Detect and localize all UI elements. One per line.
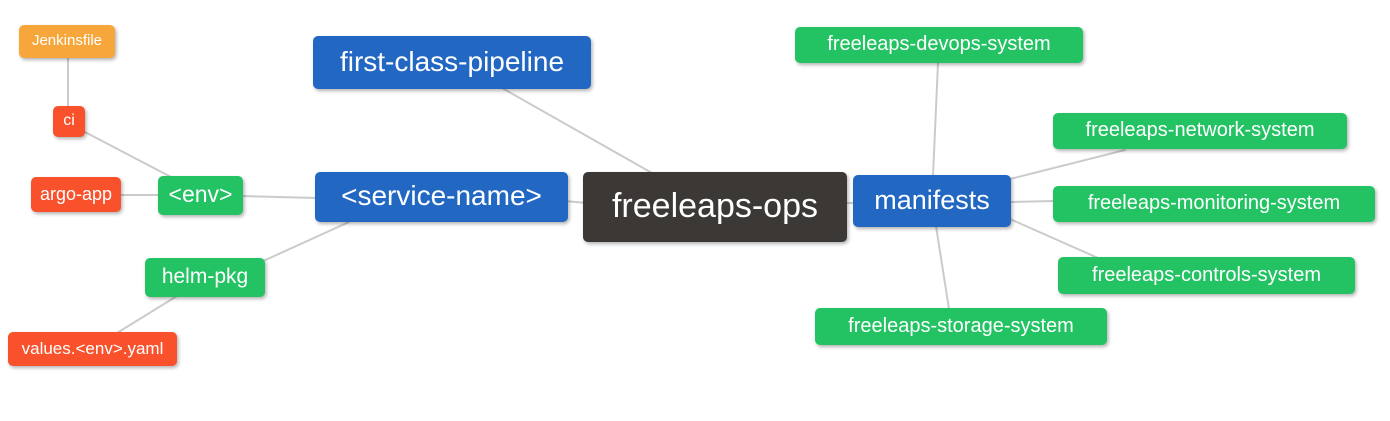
edge-service-name-root bbox=[564, 200, 587, 204]
node-argo-app[interactable]: argo-app bbox=[31, 177, 121, 212]
node-values-env-yaml[interactable]: values.<env>.yaml bbox=[8, 332, 177, 366]
node-freeleaps-controls-system[interactable]: freeleaps-controls-system bbox=[1058, 257, 1355, 294]
edge-helm-pkg-values bbox=[116, 295, 178, 334]
edge-ci-env bbox=[82, 130, 172, 178]
node-manifests[interactable]: manifests bbox=[853, 175, 1011, 227]
edge-pipeline-root bbox=[501, 87, 653, 174]
edge-manifests-controls bbox=[1009, 218, 1099, 259]
node-first-class-pipeline[interactable]: first-class-pipeline bbox=[313, 36, 591, 89]
node-ci[interactable]: ci bbox=[53, 106, 85, 137]
node-helm-pkg[interactable]: helm-pkg bbox=[145, 258, 265, 297]
edge-manifests-devops bbox=[932, 62, 939, 177]
node-service-name[interactable]: <service-name> bbox=[315, 172, 568, 222]
node-freeleaps-network-system[interactable]: freeleaps-network-system bbox=[1053, 113, 1347, 149]
node-env[interactable]: <env> bbox=[158, 176, 243, 215]
edge-service-name-helm-pkg bbox=[260, 221, 350, 263]
edge-manifests-monitoring bbox=[1009, 200, 1055, 203]
node-freeleaps-storage-system[interactable]: freeleaps-storage-system bbox=[815, 308, 1107, 345]
edge-env-service-name bbox=[241, 195, 317, 199]
edge-manifests-storage bbox=[935, 225, 950, 310]
edge-manifests-network bbox=[1009, 149, 1126, 180]
node-root-freeleaps-ops[interactable]: freeleaps-ops bbox=[583, 172, 847, 242]
node-jenkinsfile[interactable]: Jenkinsfile bbox=[19, 25, 115, 58]
node-freeleaps-devops-system[interactable]: freeleaps-devops-system bbox=[795, 27, 1083, 63]
node-freeleaps-monitoring-system[interactable]: freeleaps-monitoring-system bbox=[1053, 186, 1375, 222]
